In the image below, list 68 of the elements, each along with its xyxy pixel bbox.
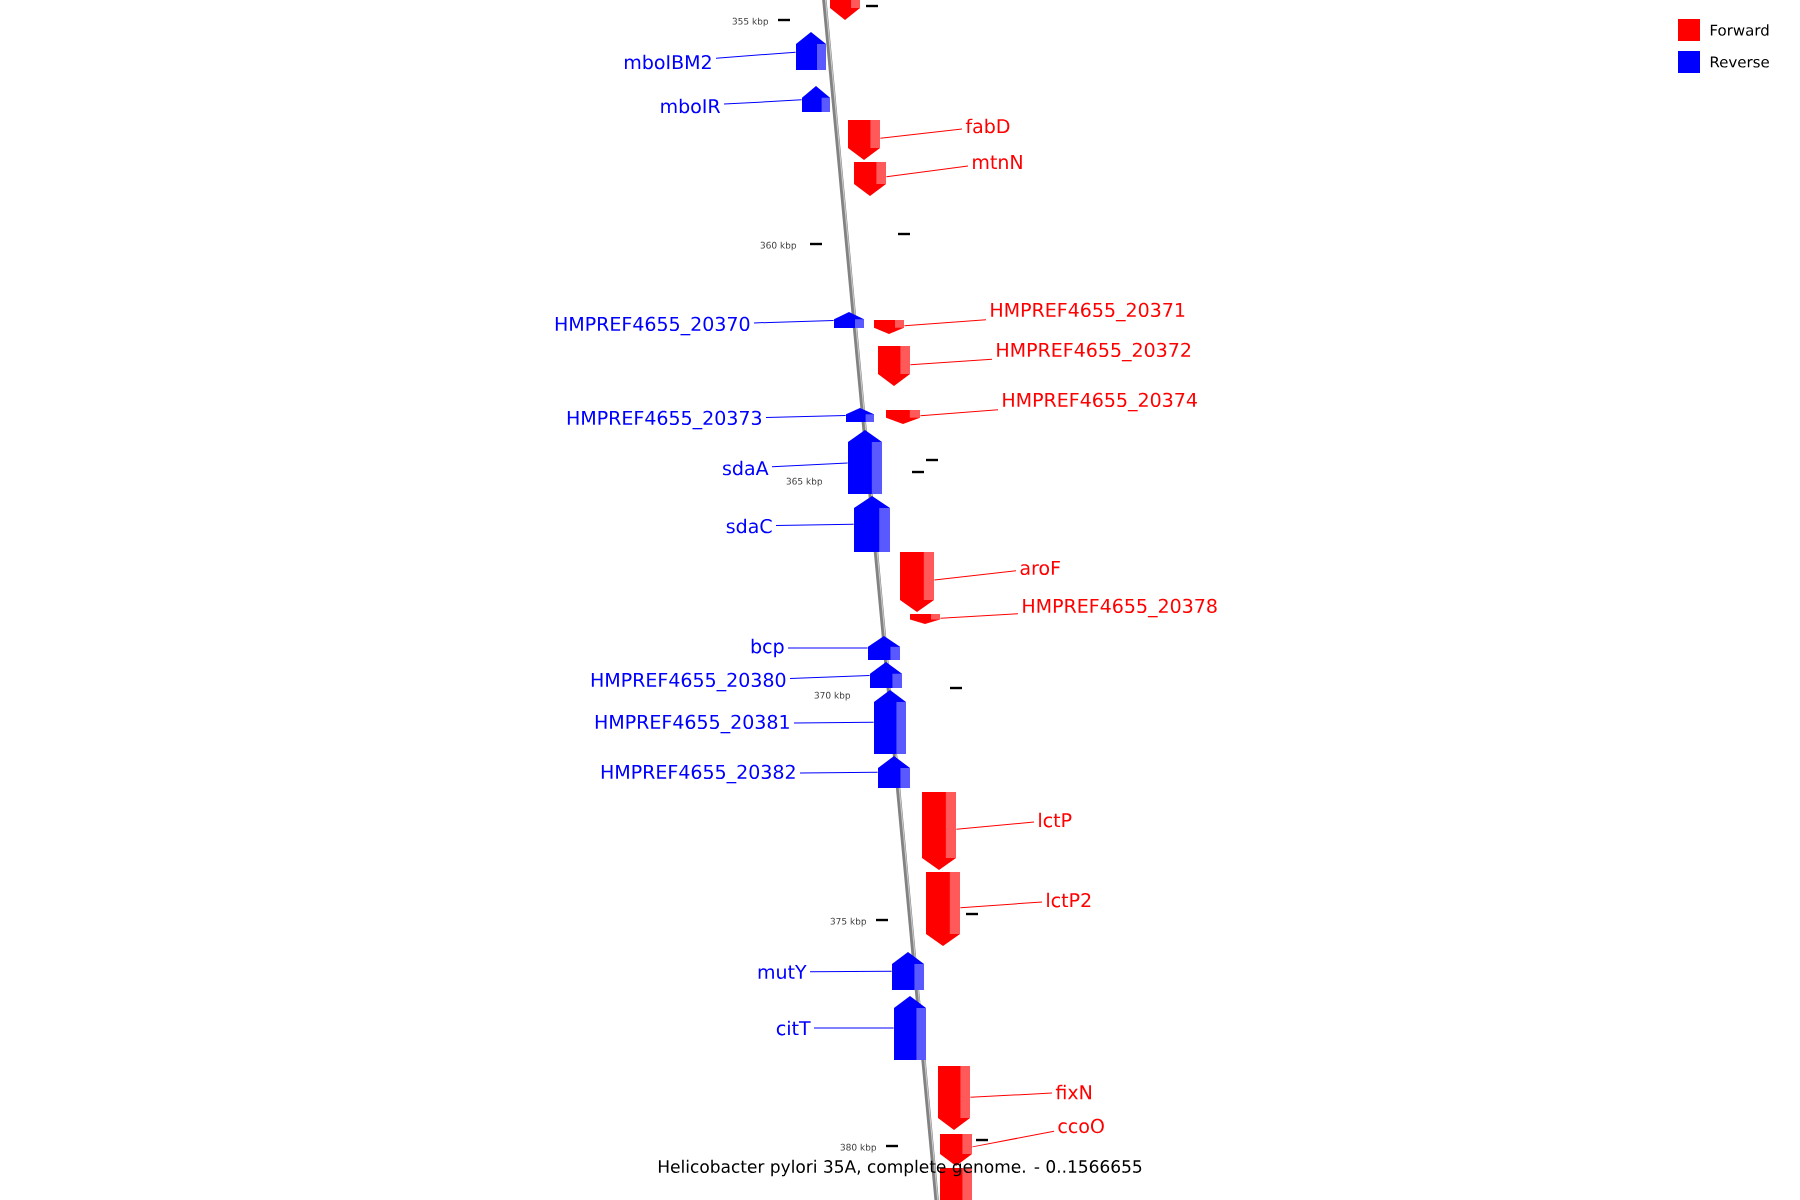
leader-line — [771, 462, 849, 468]
gene-block — [796, 32, 826, 70]
leader-line — [939, 613, 1019, 619]
gene-label: HMPREF4655_20381 — [595, 714, 789, 734]
leader-line — [753, 320, 835, 324]
leader-line — [959, 901, 1043, 909]
gene-label: citT — [776, 1020, 811, 1036]
gene-block — [870, 662, 902, 688]
gene-block — [802, 86, 830, 112]
gene-block — [848, 120, 880, 160]
leader-line — [955, 821, 1035, 830]
leader-line — [813, 1027, 895, 1029]
gene-block — [878, 346, 910, 386]
leader-line — [787, 647, 869, 649]
leader-line — [809, 970, 893, 973]
gene-label: HMPREF4655_20372 — [997, 342, 1191, 362]
leader-line — [903, 319, 987, 327]
leader-line — [775, 523, 855, 527]
gene-label: mtnN — [973, 155, 1022, 169]
gene-block — [886, 410, 920, 424]
leader-line — [919, 409, 999, 417]
gene-block — [894, 996, 926, 1060]
gene-block — [834, 312, 864, 328]
gene-label: HMPREF4655_20378 — [1023, 598, 1217, 618]
gene-block — [878, 756, 910, 788]
gene-label: sdaC — [726, 518, 772, 534]
gene-label: lctP — [1039, 812, 1072, 828]
gene-block — [926, 872, 960, 946]
gene-block — [910, 614, 940, 624]
gene-label: HMPREF4655_20380 — [591, 672, 786, 692]
leader-line — [885, 165, 969, 178]
leader-line — [933, 570, 1017, 581]
leader-line — [723, 99, 803, 105]
leader-line — [715, 51, 797, 59]
gene-label: fabD — [965, 118, 1010, 134]
gene-block — [938, 1066, 970, 1130]
gene-label: lctP2 — [1047, 892, 1091, 908]
gene-label: ccoO — [1058, 1118, 1104, 1134]
gene-block — [846, 408, 874, 422]
caption: Helicobacter pylori 35A, complete genome. - 0..1566655 — [658, 1159, 1142, 1177]
gene-label: fixN — [1055, 1084, 1091, 1100]
leader-line — [765, 414, 847, 418]
gene-block — [848, 430, 882, 494]
gene-block — [830, 0, 860, 20]
gene-label: sdaA — [723, 460, 769, 476]
leader-line — [793, 721, 875, 724]
gene-label: HMPREF4655_20374 — [1003, 392, 1197, 412]
leader-line — [969, 1092, 1053, 1098]
gene-label: HMPREF4655_20371 — [991, 302, 1185, 322]
gene-block — [854, 162, 886, 196]
gene-label: bcp — [751, 638, 784, 658]
gene-label: HMPREF4655_20382 — [601, 764, 795, 784]
gene-label: HMPREF4655_20370 — [555, 316, 750, 336]
leader-line — [879, 128, 963, 139]
leader-line — [789, 675, 871, 679]
leader-line — [909, 358, 993, 366]
gene-label: mutY — [758, 964, 807, 980]
gene-label: aroF — [1020, 560, 1060, 576]
leader-line — [799, 771, 879, 774]
gene-block — [874, 320, 904, 334]
gene-block — [892, 952, 924, 990]
gene-block — [854, 496, 890, 552]
gene-label: mboIR — [661, 98, 721, 114]
gene-block — [868, 636, 900, 660]
gene-label: HMPREF4655_20373 — [567, 410, 762, 430]
gene-block — [922, 792, 956, 870]
leader-line — [971, 1130, 1055, 1148]
gene-label: mboIBM2 — [625, 54, 711, 70]
